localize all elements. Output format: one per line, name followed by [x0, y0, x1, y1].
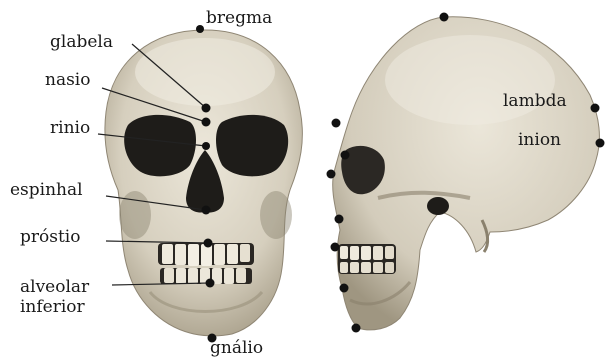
espinhal-label: espinhal: [10, 182, 83, 199]
lateral-teeth: [338, 244, 396, 274]
lateral-glabela-point: [332, 119, 341, 128]
lateral-espinhal-point: [335, 215, 344, 224]
gnalio-label: gnálio: [210, 340, 263, 357]
cranial-highlight: [385, 35, 555, 125]
lateral-alveolar-inferior-point: [340, 284, 349, 293]
rinio-label: rinio: [50, 120, 90, 137]
lateral-gnalio-point: [352, 324, 361, 333]
right-orbit: [216, 115, 288, 176]
lateral-bregma-point: [440, 13, 449, 22]
lambda-point: [591, 104, 600, 113]
lambda-label: lambda: [503, 93, 567, 110]
bregma-label: bregma: [206, 10, 272, 27]
forehead-highlight: [135, 38, 275, 106]
nasio-label: nasio: [45, 72, 90, 89]
lateral-nasio-point: [341, 151, 350, 160]
espinhal-point: [202, 206, 211, 215]
bregma-point: [196, 25, 204, 33]
inion-label: inion: [518, 132, 561, 149]
lateral-prostio-point: [331, 243, 340, 252]
nasio-point: [202, 118, 211, 127]
lateral-skull: [333, 17, 600, 330]
frontal-teeth: [158, 243, 254, 284]
lateral-rinio-point: [327, 170, 336, 179]
external-auditory-meatus: [427, 197, 449, 215]
glabela-point: [202, 104, 211, 113]
rinio-point: [202, 142, 210, 150]
left-orbit: [124, 115, 196, 176]
alveolar-inferior-point: [206, 279, 215, 288]
prostio-point: [204, 239, 213, 248]
alveolar-inferior-label: alveolar inferior: [20, 278, 89, 317]
right-cheek-shadow: [260, 191, 292, 239]
prostio-label: próstio: [20, 229, 80, 246]
frontal-skull: [105, 30, 302, 336]
glabela-label: glabela: [50, 34, 113, 51]
inion-point: [596, 139, 605, 148]
